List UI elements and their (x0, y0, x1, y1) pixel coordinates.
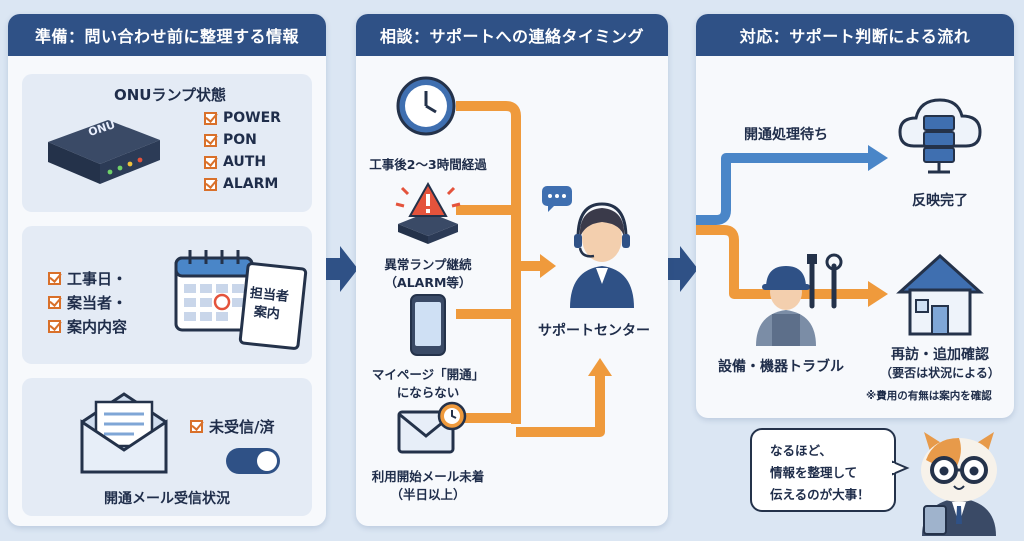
mail-toggle-switch[interactable] (226, 448, 280, 474)
trigger-mail-label: 利用開始メール未着 (371, 469, 485, 484)
technician-icon (756, 266, 816, 346)
response-panel: 対応：サポート判断による流れ 開通処理待ち 反映完了 設備・機器トラブル (696, 14, 1014, 418)
tools-wrench-icon (807, 253, 843, 309)
checkbox-icon (204, 133, 217, 147)
upper-path-label: 開通処理待ち (744, 127, 828, 143)
lamp-pon-row: PON (204, 132, 257, 148)
checkbox-icon (48, 272, 61, 285)
smartphone-icon (410, 294, 446, 356)
lower-path-label: 設備・機器トラブル (718, 359, 844, 375)
schedule-item-label: 工事日・ (67, 270, 128, 288)
trigger-alarm-sub: （ALARM等） (384, 275, 472, 290)
clock-icon (396, 76, 456, 136)
trigger-time-label: 工事後2〜3時間経過 (369, 157, 487, 172)
preparation-panel-title: 準備：問い合わせ前に整理する情報 (8, 14, 326, 56)
toggle-knob (257, 451, 277, 471)
checkbox-icon (204, 177, 217, 191)
mail-status-caption: 開通メール受信状況 (104, 491, 230, 507)
memo-note-line2: 案内 (253, 304, 281, 323)
onu-lamp-title: ONUランプ状態 (114, 86, 227, 104)
cat-mascot-icon (921, 432, 997, 536)
speech-line2: 情報を整理して (770, 465, 858, 480)
preparation-panel: 準備：問い合わせ前に整理する情報 ONUランプ状態 ONU POWER PON … (8, 14, 326, 526)
trigger-alarm-label: 異常ランプ継続 (384, 257, 472, 272)
house-icon (896, 253, 984, 336)
response-panel-title: 対応：サポート判断による流れ (696, 14, 1014, 56)
speech-tail (891, 460, 910, 476)
mail-received-check: 未受信/済 (190, 416, 274, 437)
lamp-alarm-row: ALARM (204, 176, 278, 192)
cost-note: ※費用の有無は案内を確認 (866, 390, 992, 402)
schedule-card: 工事日・ 案当者・ 案内内容 担当者 案内 (22, 226, 312, 364)
mail-clock-icon (397, 401, 467, 454)
checkbox-icon (204, 155, 217, 169)
onu-device-icon (48, 120, 160, 184)
checkbox-icon (48, 320, 61, 333)
flow-arrow-right-icon (666, 246, 698, 292)
schedule-item-row: 案当者・ (48, 292, 127, 313)
consultation-panel: 相談：サポートへの連絡タイミング 工事後2〜3時間経過 異常ランプ継続 （ALA… (356, 14, 668, 526)
envelope-icon (80, 392, 168, 474)
cloud-server-icon (898, 98, 982, 174)
onu-lamp-card: ONUランプ状態 ONU POWER PON AUTH ALARM (22, 74, 312, 212)
lamp-label: PON (223, 132, 257, 148)
trigger-mail-sub: （半日以上） (390, 487, 466, 502)
trigger-mypage-sub: にならない (396, 385, 460, 400)
calendar-icon (174, 250, 254, 332)
trigger-mypage-label: マイページ「開通」 (371, 367, 485, 382)
checkbox-icon (190, 420, 203, 433)
schedule-item-row: 案内内容 (48, 316, 127, 337)
mail-status-card: 未受信/済 開通メール受信状況 (22, 378, 312, 516)
consultation-panel-title: 相談：サポートへの連絡タイミング (356, 14, 668, 56)
schedule-item-label: 案当者・ (67, 294, 128, 312)
lower-result-label: 再訪・追加確認 (891, 347, 989, 363)
lamp-label: AUTH (223, 154, 267, 170)
alarm-warning-icon (395, 181, 461, 244)
flow-arrow-right-icon (326, 246, 358, 292)
chat-bubble-icon (542, 186, 572, 212)
checkbox-icon (204, 111, 217, 125)
speech-line1: なるほど、 (770, 443, 832, 458)
support-center-label: サポートセンター (538, 323, 650, 339)
lamp-label: POWER (223, 110, 281, 126)
upper-result-label: 反映完了 (912, 193, 968, 209)
mail-received-label: 未受信/済 (209, 418, 275, 436)
lamp-power-row: POWER (204, 110, 281, 126)
speech-line3: 伝えるのが大事！ (770, 487, 870, 502)
support-operator-icon (570, 202, 634, 308)
schedule-item-label: 案内内容 (67, 318, 128, 336)
lamp-label: ALARM (223, 176, 279, 192)
speech-bubble: なるほど、 情報を整理して 伝えるのが大事！ (750, 428, 896, 512)
lamp-auth-row: AUTH (204, 154, 266, 170)
memo-note-icon (238, 262, 308, 350)
branch-arrows (696, 145, 888, 307)
schedule-item-row: 工事日・ (48, 268, 127, 289)
checkbox-icon (48, 296, 61, 309)
lower-result-sub: （要否は状況による） (880, 366, 1000, 380)
